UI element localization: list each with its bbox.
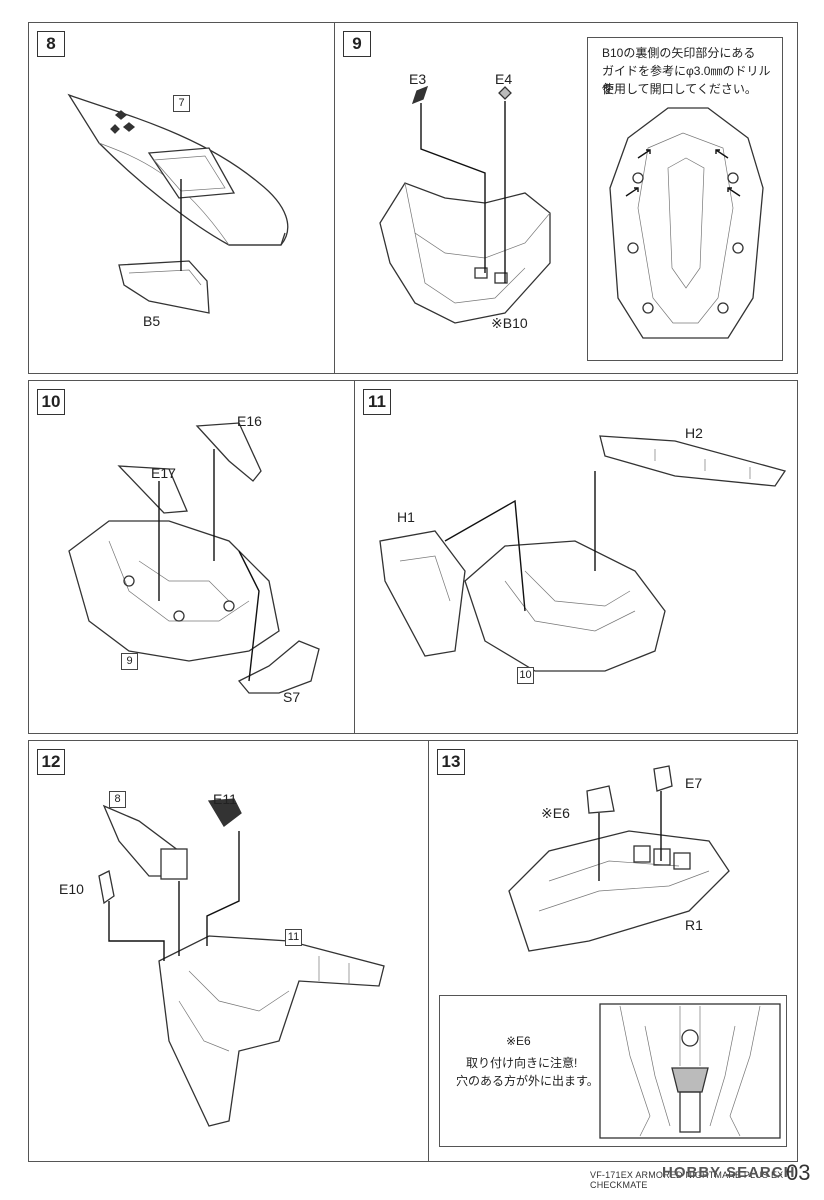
part-label-e4: E4 (495, 71, 513, 87)
step-12-illustration (98, 798, 385, 1127)
part-label-e10: E10 (59, 881, 84, 897)
step-11-illustration (379, 435, 787, 672)
hobby-search-watermark: HOBBY SEARCH (662, 1164, 796, 1181)
part-label-b10: ※B10 (491, 315, 528, 331)
reference-step-9: 9 (121, 653, 138, 670)
reference-step-7: 7 (173, 95, 190, 112)
part-label-h1: H1 (397, 509, 415, 525)
b10-underside-illustration (609, 107, 764, 339)
step-8-panel: 8 7 B5 (28, 22, 336, 374)
part-label-e17: E17 (151, 465, 176, 481)
part-label-e3: E3 (409, 71, 427, 87)
step-9-illustration (379, 85, 551, 324)
step-number: 11 (363, 389, 391, 415)
part-label-s7: S7 (283, 689, 301, 705)
step-10-panel: 10 9 E16 E17 S7 (28, 380, 356, 734)
part-label-r1: R1 (685, 917, 703, 933)
page-number: 03 (786, 1160, 811, 1185)
footer-product-name: VF-171EX ARMORED NIGHTMARE PLUS EX CHECK… (590, 1170, 784, 1190)
step-12-panel: 12 8 11 E11 E10 (28, 740, 430, 1162)
part-label-b5: B5 (143, 313, 161, 329)
step-number: 8 (37, 31, 65, 57)
e6-detail-illustration (599, 1003, 781, 1139)
step-10-illustration (68, 422, 320, 694)
step-9-panel: 9 E3 E4 ※B10 B10の裏側の矢印部分にある ガイドを参考にφ3.0㎜… (334, 22, 798, 374)
reference-step-10: 10 (517, 667, 534, 684)
step-13-illustration (508, 765, 730, 952)
step-8-illustration (67, 93, 289, 314)
e6-note-line-2: 穴のある方が外に出ます。 (456, 1074, 599, 1088)
step-number: 12 (37, 749, 65, 775)
reference-step-11: 11 (285, 929, 302, 946)
drilling-note-line-1: B10の裏側の矢印部分にある (602, 46, 756, 60)
part-label-e16: E16 (237, 413, 262, 429)
step-11-panel: 11 10 H2 H1 (354, 380, 798, 734)
e6-note-title: ※E6 (506, 1034, 531, 1048)
drilling-note-line-3: 使用して開口してください。 (602, 82, 757, 96)
step-number: 10 (37, 389, 65, 415)
e6-orientation-note-box: ※E6 取り付け向きに注意! 穴のある方が外に出ます。 (439, 995, 787, 1147)
step-number: 9 (343, 31, 371, 57)
part-label-e6: ※E6 (541, 805, 570, 821)
e6-note-line-1: 取り付け向きに注意! (466, 1056, 578, 1070)
drilling-note-line-2: ガイドを参考にφ3.0㎜のドリルを (602, 64, 771, 96)
reference-step-8: 8 (109, 791, 126, 808)
b10-drilling-note-box: B10の裏側の矢印部分にある ガイドを参考にφ3.0㎜のドリルを 使用して開口し… (587, 37, 783, 361)
step-13-panel: 13 E7 ※E6 R1 ※E6 取り付け向きに注意! 穴のある方が外に出ます。 (428, 740, 798, 1162)
part-label-e7: E7 (685, 775, 703, 791)
part-label-e11: E11 (213, 791, 237, 807)
part-label-h2: H2 (685, 425, 703, 441)
step-number: 13 (437, 749, 465, 775)
